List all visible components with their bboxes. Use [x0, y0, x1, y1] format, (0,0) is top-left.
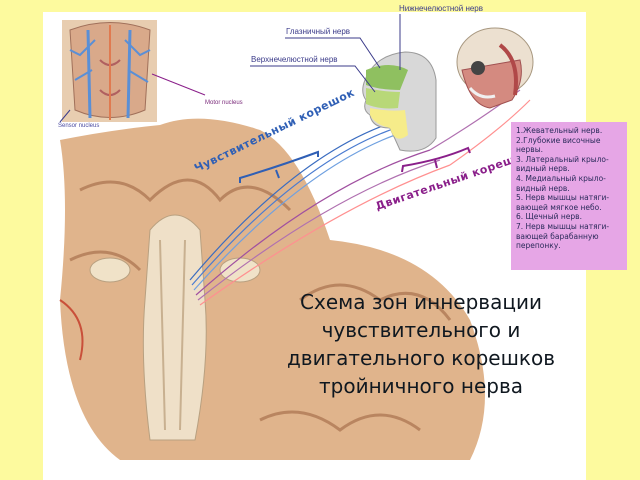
sensory-root-bracket — [239, 150, 319, 183]
nerve-fibers — [189, 89, 531, 306]
face-profile-drawing — [362, 51, 437, 152]
label-motor-nucleus: Motor nucleus — [205, 100, 243, 106]
label-sensor-nucleus: Sensor nucleus — [58, 123, 100, 129]
legend-item: 1.Жевательный нерв. — [516, 126, 603, 135]
legend-item: 7. Нерв мышцы натяги- вающей барабанную … — [516, 221, 610, 251]
brainstem-nuclei-drawing — [62, 20, 157, 122]
label-maxillary-nerve: Верхнечелюстной нерв — [251, 55, 338, 64]
legend-item: 5. Нерв мышцы натяги- вающей мягкое небо… — [516, 193, 610, 212]
legend-item: 3. Латеральный крыло- видный нерв. — [516, 154, 609, 174]
label-mandibular-nerve: Нижнечелюстной нерв — [399, 4, 484, 13]
legend-item: 2.Глубокие височные нервы. — [516, 135, 601, 155]
legend-item: 6. Щечный нерв. — [516, 212, 582, 222]
slide-caption: Схема зон иннервации чувствительного и д… — [286, 290, 556, 398]
skull-drawing — [456, 27, 534, 109]
motor-root-bracket — [401, 146, 471, 173]
legend-item: 4. Медиальный крыло- видный нерв. — [516, 173, 606, 193]
legend-box: 1.Жевательный нерв. 2.Глубокие височные … — [511, 122, 627, 270]
label-ophthalmic-nerve: Глазничный нерв — [286, 27, 351, 36]
brain-underside-drawing — [59, 118, 485, 461]
